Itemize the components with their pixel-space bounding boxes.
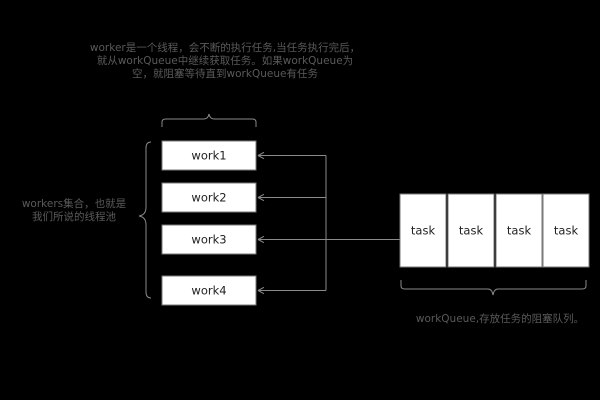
tasks-bottom-brace	[400, 280, 587, 296]
task-box-rect	[495, 193, 543, 268]
task-box-rect	[447, 193, 495, 268]
task-box: task	[447, 193, 495, 268]
task-box: task	[399, 193, 447, 268]
worker-box-rect	[161, 224, 257, 255]
task-label: task	[507, 224, 532, 238]
task-queue-boxes: task task task task	[399, 193, 590, 268]
worker-box-rect	[161, 275, 257, 306]
worker-box: work3	[161, 224, 257, 255]
connector-lines	[257, 151, 400, 295]
worker-box: work1	[161, 140, 257, 171]
workers-set-note: workers集合，也就是我们所说的线程池	[21, 198, 127, 223]
task-label: task	[554, 224, 579, 238]
worker-box-rect	[161, 182, 257, 213]
task-label: task	[459, 224, 484, 238]
worker-label: work3	[191, 233, 226, 247]
worker-boxes: work1 work2 work3 work4	[161, 140, 257, 306]
task-box-rect	[542, 193, 590, 268]
task-box: task	[542, 193, 590, 268]
worker-box-rect	[161, 140, 257, 171]
worker-label: work4	[191, 284, 226, 298]
task-box-rect	[399, 193, 447, 268]
task-label: task	[411, 224, 436, 238]
workers-top-brace	[161, 113, 257, 127]
workers-description-note: worker是一个线程，会不断的执行任务,当任务执行完后，就从workQueue…	[89, 42, 361, 80]
worker-label: work2	[191, 191, 226, 205]
task-box: task	[495, 193, 543, 268]
workers-left-brace	[138, 141, 152, 299]
worker-label: work1	[191, 149, 226, 163]
workqueue-description-note: workQueue,存放任务的阻塞队列。	[415, 313, 585, 325]
worker-box: work4	[161, 275, 257, 306]
worker-box: work2	[161, 182, 257, 213]
